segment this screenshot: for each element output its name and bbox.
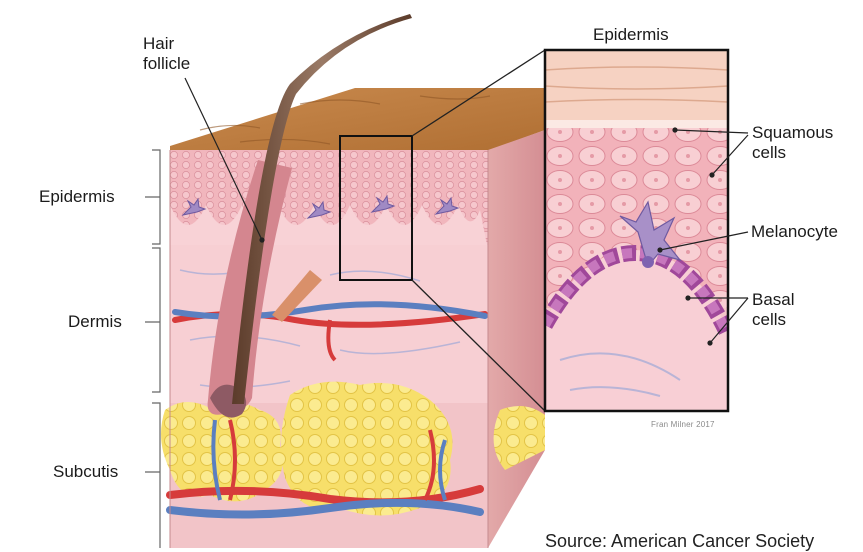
artist-credit: Fran Milner 2017 <box>651 420 715 429</box>
skin-surface <box>170 88 545 150</box>
source-caption: Source: American Cancer Society <box>543 530 814 552</box>
label-epidermis: Epidermis <box>39 187 115 207</box>
block-side-face <box>488 130 545 548</box>
label-melanocyte: Melanocyte <box>751 222 838 242</box>
label-basal-cells: Basal cells <box>752 290 795 330</box>
stratum-corneum <box>545 50 728 120</box>
epidermis-inset <box>545 50 728 411</box>
label-dermis: Dermis <box>68 312 122 332</box>
label-squamous-cells: Squamous cells <box>752 123 833 163</box>
fat-lobule <box>161 402 283 501</box>
label-inset-epidermis: Epidermis <box>593 25 669 45</box>
label-hair-follicle: Hair follicle <box>143 34 190 74</box>
layer-brackets <box>145 150 160 548</box>
label-subcutis: Subcutis <box>53 462 118 482</box>
